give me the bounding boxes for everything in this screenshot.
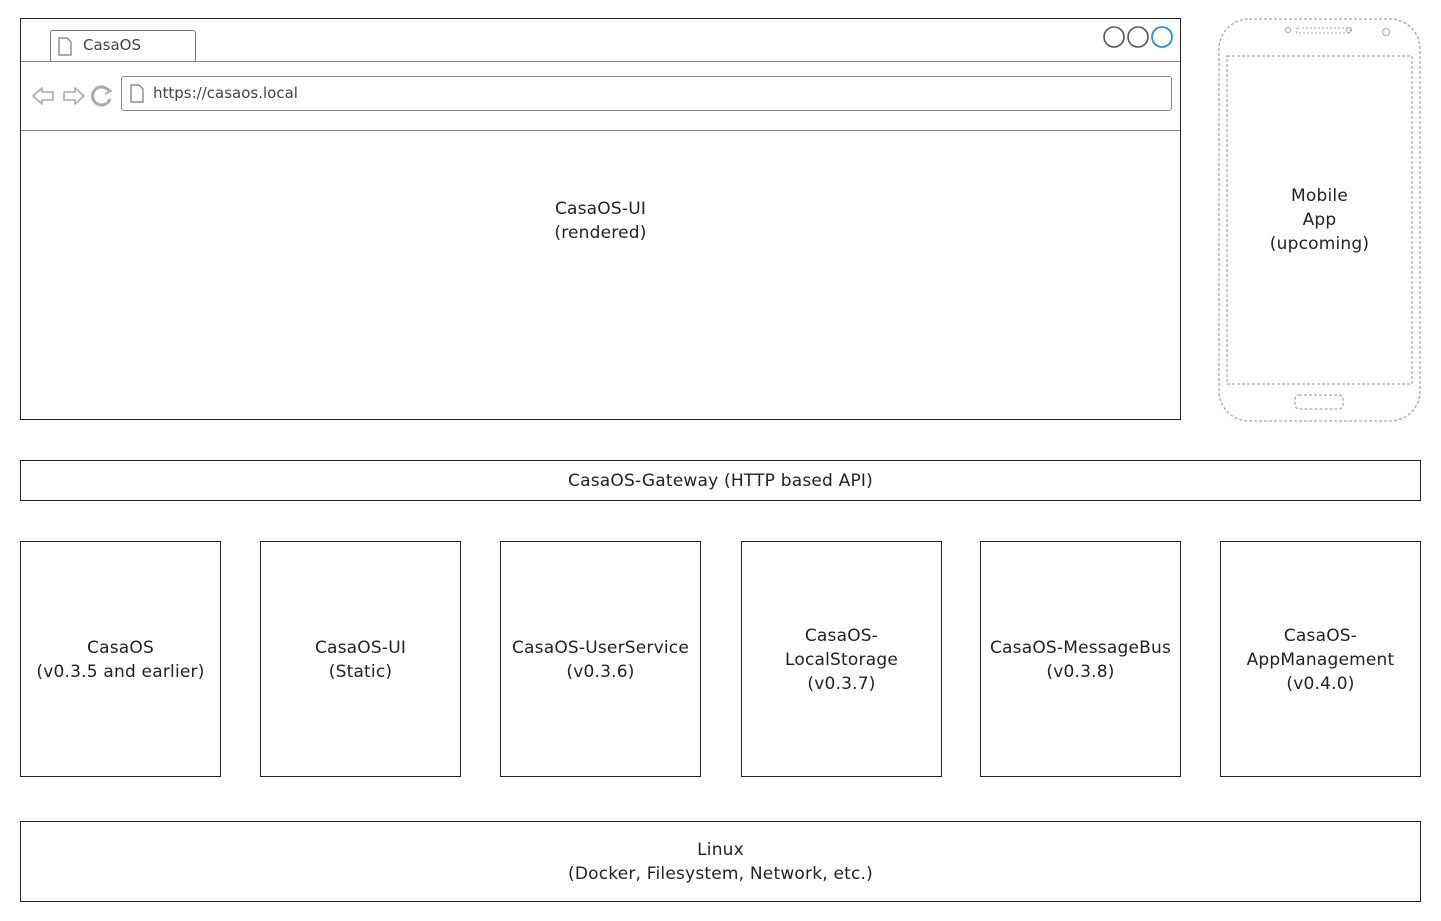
reload-icon[interactable] [89,83,115,109]
gateway-label: CasaOS-Gateway (HTTP based API) [568,471,873,491]
service-label-line: (v0.3.5 and earlier) [36,662,205,682]
tab-bar-divider [21,61,1180,62]
service-label-line: (v0.3.8) [1046,662,1115,682]
page-icon [58,37,72,56]
service-label-line: LocalStorage [785,650,898,670]
mobile-app-label: Mobile App (upcoming) [1218,184,1421,256]
service-label-line: CasaOS-MessageBus [989,638,1172,658]
content-label-line: CasaOS-UI [554,199,647,219]
content-label-line: (rendered) [554,223,647,243]
service-label-line: CasaOS [87,638,154,658]
service-box-localstorage: CasaOS- LocalStorage (v0.3.7) [741,541,942,777]
window-controls-icon[interactable] [1101,24,1177,50]
service-box-casaos-ui: CasaOS-UI (Static) [260,541,461,777]
service-label-line: CasaOS-UI [314,638,407,658]
linux-box: Linux (Docker, Filesystem, Network, etc.… [20,821,1421,902]
linux-label-line: Linux [697,840,744,860]
linux-label: Linux (Docker, Filesystem, Network, etc.… [21,838,1420,886]
service-box-userservice: CasaOS-UserService (v0.3.6) [500,541,701,777]
service-label-line: (v0.4.0) [1286,674,1355,694]
service-label-line: (v0.3.6) [566,662,635,682]
mobile-label-line: (upcoming) [1269,234,1370,254]
mobile-phone: Mobile App (upcoming) [1218,18,1421,423]
service-label-line: CasaOS- [804,626,879,646]
mobile-label-line: App [1302,210,1337,230]
phone-frame-icon [1218,18,1421,422]
back-arrow-icon[interactable] [31,83,57,109]
forward-arrow-icon[interactable] [60,83,86,109]
browser-window: CasaOS https://casaos.local CasaOS-UI (r… [20,18,1181,420]
page-icon [130,84,144,103]
service-box-appmanagement: CasaOS- AppManagement (v0.4.0) [1220,541,1421,777]
service-label: CasaOS-UserService (v0.3.6) [501,636,700,684]
gateway-box: CasaOS-Gateway (HTTP based API) [20,460,1421,501]
tab-label: CasaOS [83,36,142,54]
service-box-messagebus: CasaOS-MessageBus (v0.3.8) [980,541,1181,777]
browser-content-label: CasaOS-UI (rendered) [21,197,1180,245]
service-label: CasaOS-MessageBus (v0.3.8) [981,636,1180,684]
navigation-controls [31,83,117,109]
address-bar[interactable]: https://casaos.local [121,76,1172,111]
toolbar-divider [21,130,1180,131]
service-label-line: CasaOS-UserService [511,638,690,658]
service-label-line: AppManagement [1246,650,1395,670]
browser-tab[interactable]: CasaOS [50,30,196,62]
service-box-casaos: CasaOS (v0.3.5 and earlier) [20,541,221,777]
linux-label-line: (Docker, Filesystem, Network, etc.) [568,864,873,884]
service-label-line: (v0.3.7) [807,674,876,694]
mobile-label-line: Mobile [1291,186,1348,206]
service-label: CasaOS- AppManagement (v0.4.0) [1221,624,1420,696]
url-text: https://casaos.local [153,84,298,102]
service-label-line: (Static) [328,662,393,682]
service-label: CasaOS (v0.3.5 and earlier) [21,636,220,684]
service-label: CasaOS-UI (Static) [261,636,460,684]
service-label: CasaOS- LocalStorage (v0.3.7) [742,624,941,696]
service-label-line: CasaOS- [1283,626,1358,646]
